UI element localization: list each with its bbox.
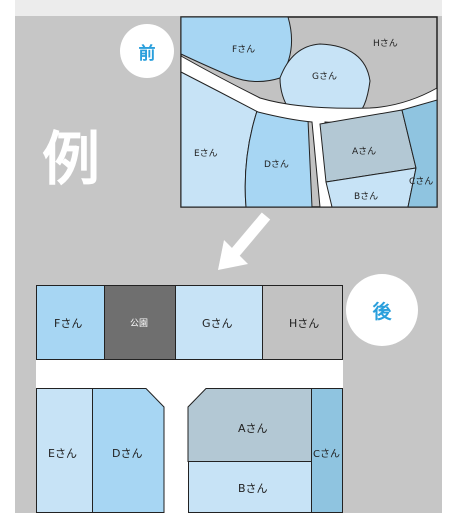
- after-label-c: Cさん: [313, 448, 340, 460]
- after-badge-label: 後: [372, 300, 392, 323]
- after-label-g: Gさん: [202, 317, 233, 330]
- before-label-a: Aさん: [352, 146, 376, 157]
- after-lot-g: [175, 285, 263, 360]
- after-lot-c: [311, 388, 343, 513]
- before-map: Fさん Gさん Hさん Eさん Dさん Aさん Bさん Cさん: [180, 16, 438, 208]
- example-label: 例: [42, 125, 101, 193]
- before-lot-c: [401, 99, 438, 208]
- after-lot-h: [262, 285, 343, 360]
- before-label-b: Bさん: [354, 191, 378, 202]
- arrow-down-left-icon: [218, 212, 271, 270]
- top-band: [15, 0, 442, 16]
- before-label-d: Dさん: [264, 159, 289, 170]
- after-label-e: Eさん: [48, 447, 77, 460]
- before-badge-label: 前: [138, 43, 156, 64]
- before-lot-f: [180, 16, 293, 82]
- before-label-f: Fさん: [232, 44, 255, 55]
- after-label-a: Aさん: [238, 422, 268, 435]
- after-label-b: Bさん: [238, 482, 268, 495]
- before-label-e: Eさん: [194, 148, 218, 159]
- before-label-c: Cさん: [409, 176, 433, 187]
- after-label-d: Dさん: [112, 447, 142, 460]
- after-label-park: 公園: [130, 318, 148, 329]
- before-badge: 前: [120, 24, 174, 78]
- after-lot-e: [36, 388, 93, 513]
- after-label-h: Hさん: [289, 317, 319, 330]
- before-label-g: Gさん: [312, 71, 337, 82]
- after-map: Fさん 公園 Gさん Hさん Eさん Dさん Aさん Bさん Cさん: [36, 285, 343, 513]
- after-lot-b: [188, 461, 312, 513]
- after-lot-f: [36, 285, 105, 360]
- after-badge: 後: [346, 274, 418, 346]
- after-label-f: Fさん: [54, 317, 82, 330]
- before-label-h: Hさん: [373, 38, 398, 49]
- after-lot-park: [104, 285, 176, 360]
- after-lot-d: [92, 388, 165, 513]
- before-lot-d: [244, 107, 313, 208]
